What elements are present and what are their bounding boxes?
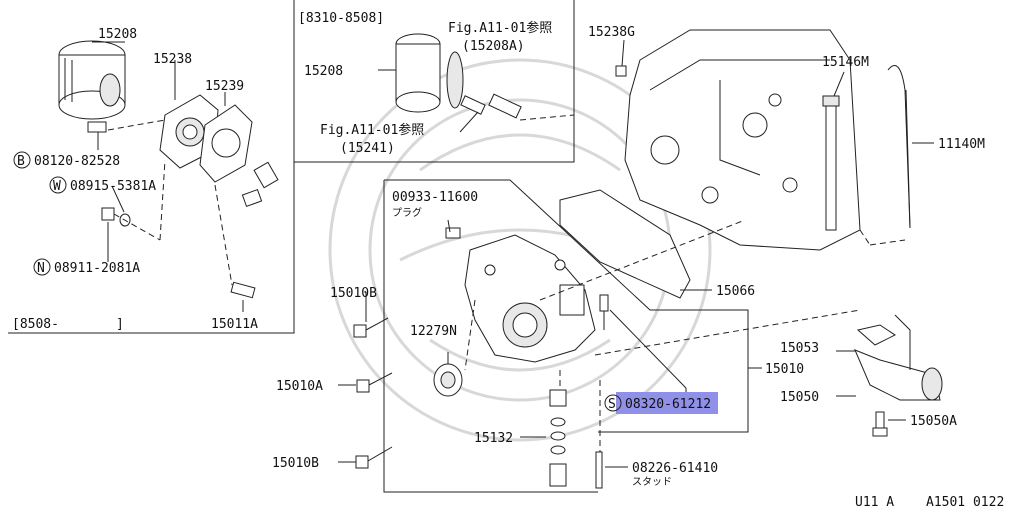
label-12279N[interactable]: 12279N <box>410 324 457 339</box>
relief-valve-stack <box>549 389 603 489</box>
label-11140M[interactable]: 11140M <box>938 137 985 152</box>
range-8310-8508: [8310-8508] <box>298 11 384 26</box>
label-15238G[interactable]: 15238G <box>588 25 635 40</box>
part-highlight <box>616 392 718 414</box>
inset-frame <box>8 0 575 334</box>
label-08320-61212[interactable]: 08320-61212 <box>625 397 711 412</box>
label-08226-61410[interactable]: 08226-61410 <box>632 461 718 476</box>
label-08120-82528[interactable]: 08120-82528 <box>34 154 120 169</box>
dipstick <box>887 65 911 229</box>
svg-text:B: B <box>17 154 25 169</box>
label-15053[interactable]: 15053 <box>780 341 819 356</box>
oil-filter-inset <box>378 33 575 133</box>
small-bolts-top <box>87 121 279 299</box>
figA11-ref-b-part[interactable]: (15241) <box>340 141 395 156</box>
footer-model: U11 A <box>855 495 894 510</box>
range-8508-end: ] <box>116 317 124 332</box>
figA11-ref-a-part[interactable]: (15208A) <box>462 39 525 54</box>
circled-prefix-B: B <box>13 151 31 169</box>
engine-block <box>615 29 861 251</box>
label-15208-top[interactable]: 15208 <box>98 27 137 42</box>
label-15011A[interactable]: 15011A <box>211 317 258 332</box>
oil-strainer <box>854 314 943 437</box>
svg-text:W: W <box>53 179 61 194</box>
main-frame <box>383 179 749 493</box>
label-15010A[interactable]: 15010A <box>276 379 323 394</box>
footer-code: A1501 0122 <box>926 495 1004 510</box>
svg-text:N: N <box>37 261 45 276</box>
range-8508: [8508- <box>12 317 59 332</box>
label-15066[interactable]: 15066 <box>716 284 755 299</box>
svg-text:S: S <box>608 397 616 412</box>
oil-pump <box>464 234 596 363</box>
gasket-15066 <box>559 189 691 299</box>
dipstick-tube <box>822 95 840 231</box>
gasket-15239 <box>199 104 253 183</box>
leader-lines-main <box>338 39 934 468</box>
label-15010B-lower[interactable]: 15010B <box>272 456 319 471</box>
oil-filter-top <box>58 40 126 120</box>
circled-prefix-W: W <box>49 176 67 194</box>
label-15146M[interactable]: 15146M <box>822 55 869 70</box>
leader-lines-inset <box>92 41 244 312</box>
label-08911-2081A[interactable]: 08911-2081A <box>54 261 140 276</box>
label-15010B-upper[interactable]: 15010B <box>330 286 377 301</box>
label-00933-11600[interactable]: 00933-11600 <box>392 190 478 205</box>
oil-seal <box>433 363 463 397</box>
label-15010[interactable]: 15010 <box>765 362 804 377</box>
label-plug: プラグ <box>392 206 422 219</box>
figA11-ref-b[interactable]: Fig.A11-01参照 <box>320 122 424 138</box>
label-15239[interactable]: 15239 <box>205 79 244 94</box>
circled-prefix-S: S <box>604 394 622 412</box>
label-15050A[interactable]: 15050A <box>910 414 957 429</box>
circled-prefix-N: N <box>33 258 51 276</box>
label-15132[interactable]: 15132 <box>474 431 513 446</box>
label-15050[interactable]: 15050 <box>780 390 819 405</box>
figA11-ref-a[interactable]: Fig.A11-01参照 <box>448 20 552 36</box>
label-stud: スタッド <box>632 476 672 488</box>
label-15238[interactable]: 15238 <box>153 52 192 67</box>
label-08915-5381A[interactable]: 08915-5381A <box>70 179 156 194</box>
label-15208-inset[interactable]: 15208 <box>304 64 343 79</box>
